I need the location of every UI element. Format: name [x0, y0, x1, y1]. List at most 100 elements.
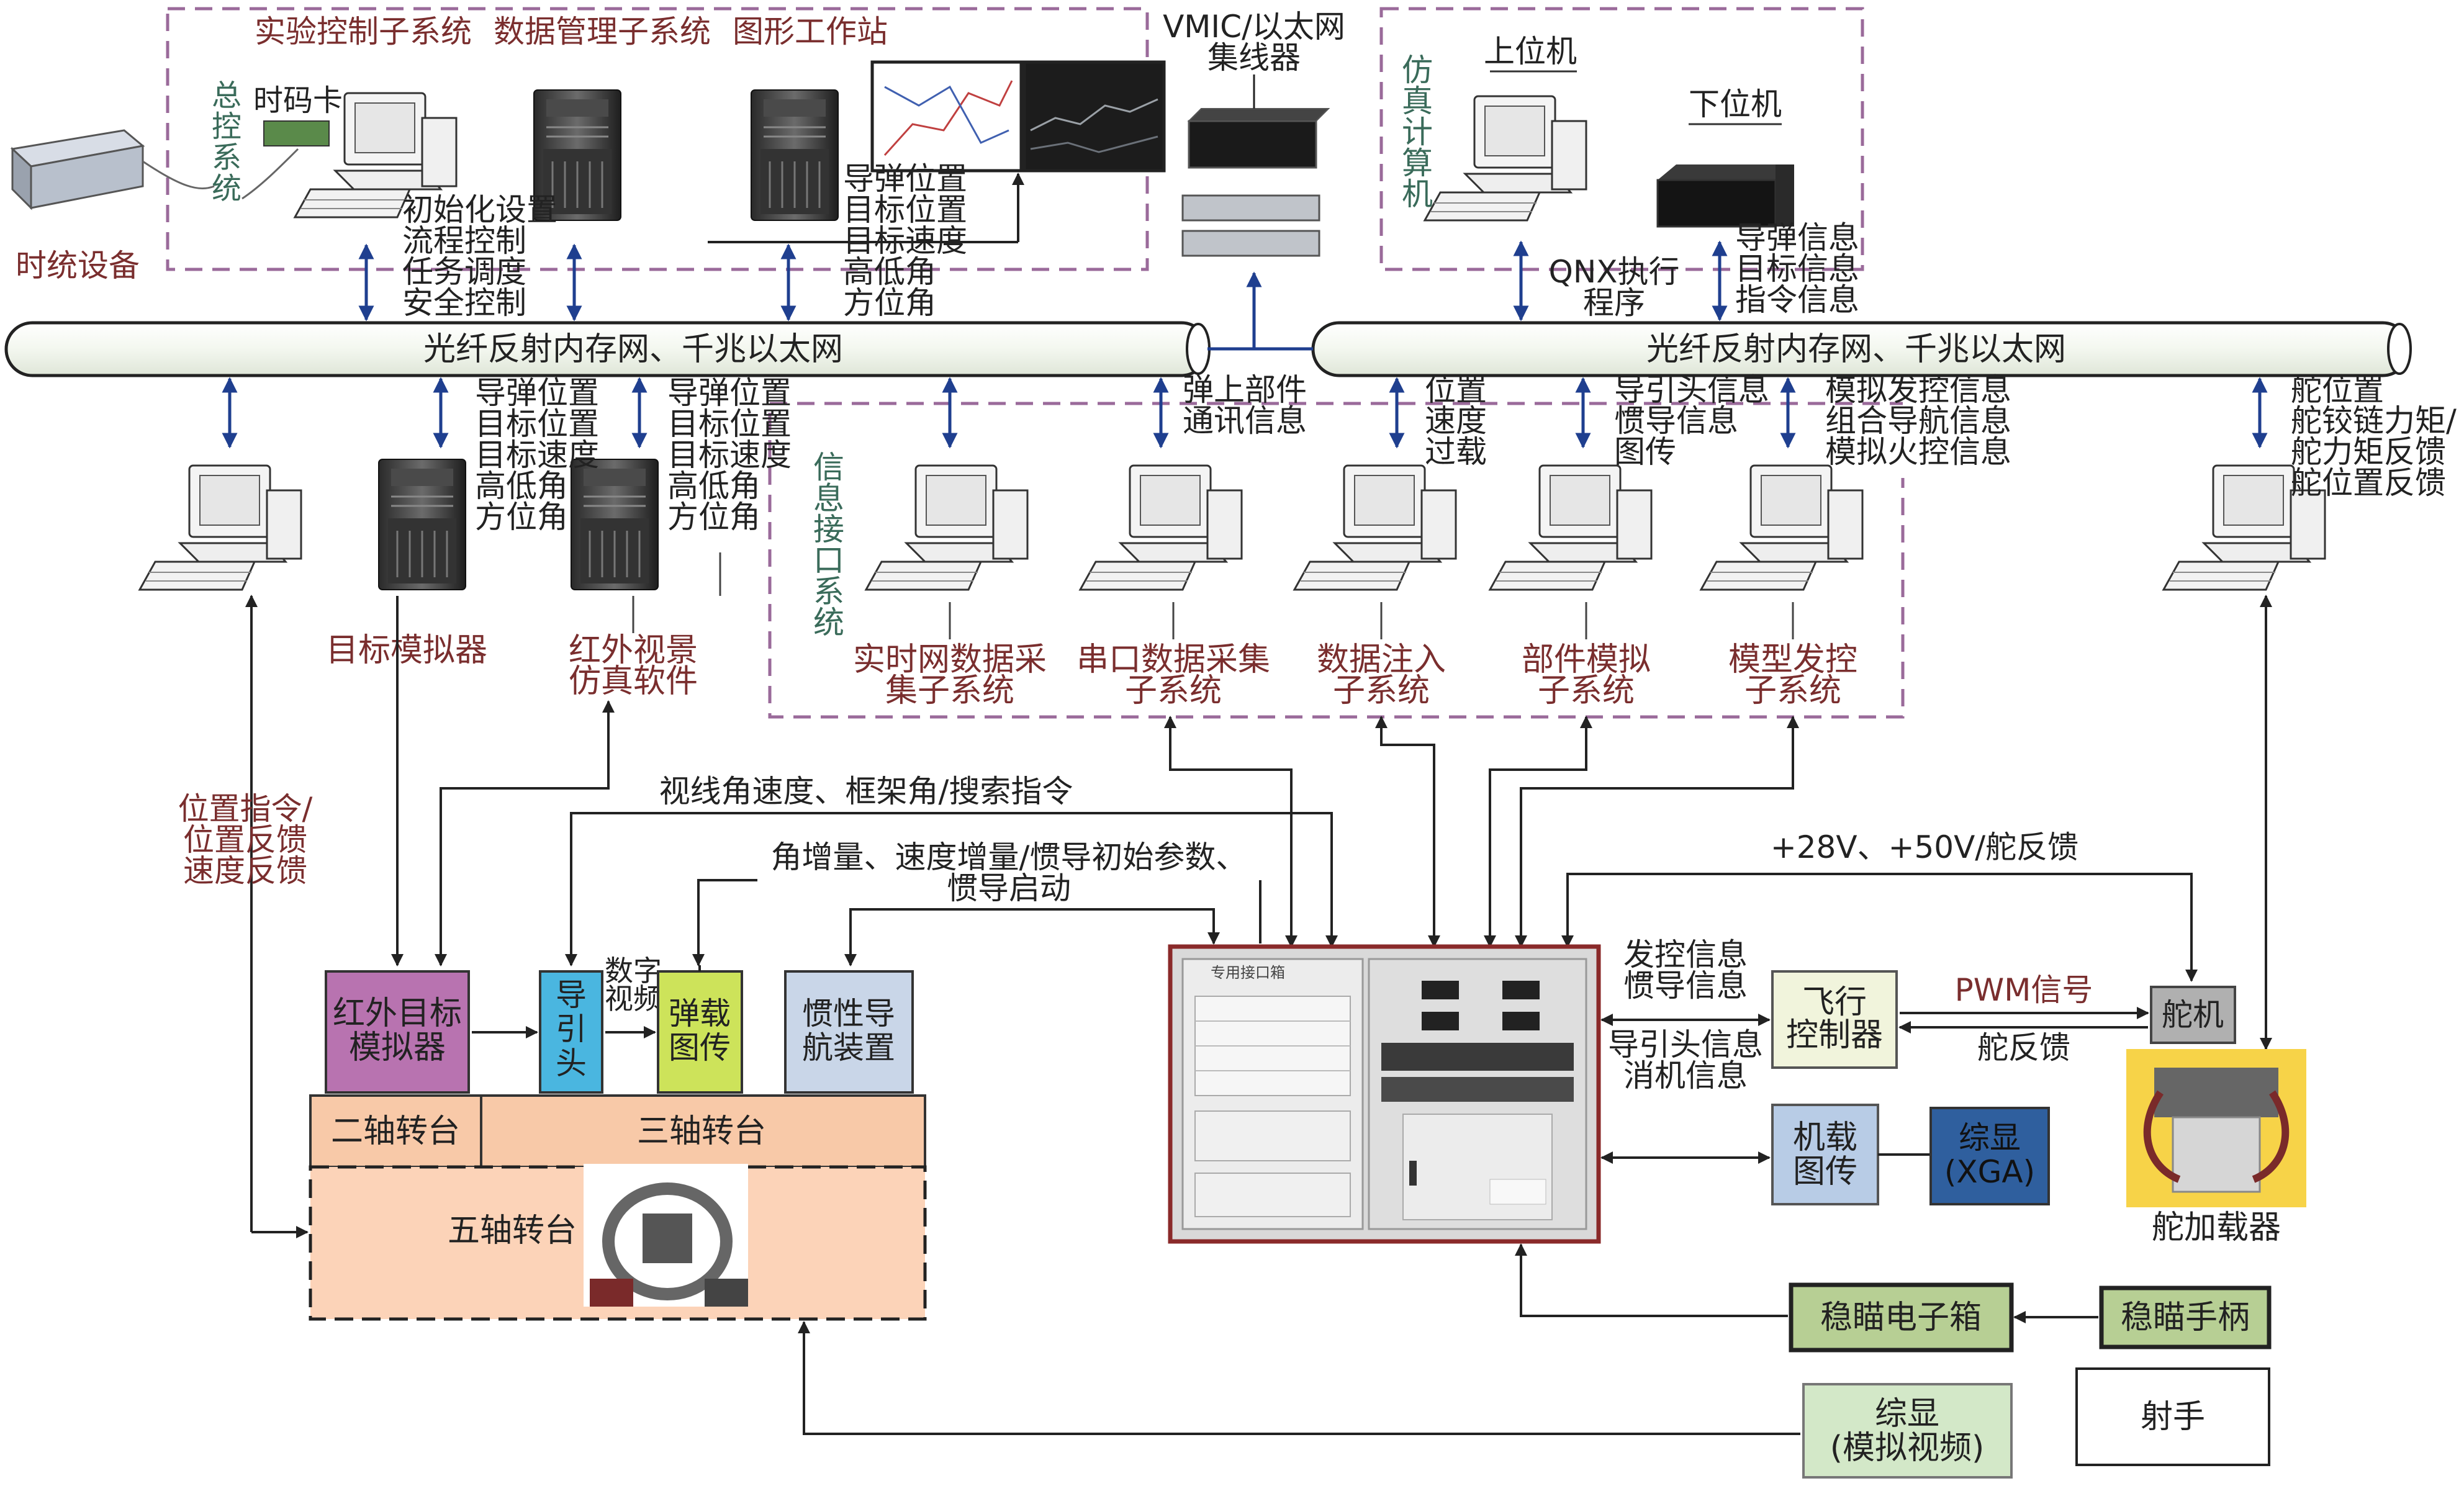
svg-text:算: 算 [1402, 145, 1433, 181]
serial-acq-label: 串口数据采集 子系统 [1076, 641, 1270, 709]
svg-text:真: 真 [1402, 83, 1433, 119]
svg-text:(模拟视频): (模拟视频) [1830, 1430, 1985, 1467]
svg-text:速度反馈: 速度反馈 [183, 853, 307, 889]
svg-text:五轴转台: 五轴转台 [448, 1212, 577, 1250]
stab-handle-box: 稳瞄手柄 [2099, 1286, 2272, 1349]
svg-text:模拟火控信息: 模拟火控信息 [1825, 434, 2011, 470]
svg-text:系: 系 [813, 574, 844, 610]
network-bus-left: 光纤反射内存网、千兆以太网 [4, 321, 1211, 377]
svg-text:目标位置: 目标位置 [843, 192, 967, 228]
part-sim-label: 部件模拟 子系统 [1522, 641, 1651, 709]
sim-computer-label: 仿 真 计 算 机 [1402, 52, 1433, 212]
svg-text:数据注入: 数据注入 [1317, 641, 1446, 678]
svg-text:模型发控: 模型发控 [1728, 641, 1857, 678]
svg-text:图传: 图传 [669, 1030, 731, 1066]
target-sim-label: 目标模拟器 [326, 632, 487, 669]
realtime-acq-label: 实时网数据采 集子系统 [853, 641, 1047, 709]
graph-info-block: 导弹位置 目标位置 目标速度 高低角 方位角 [843, 161, 967, 321]
svg-text:图传: 图传 [1614, 434, 1676, 470]
svg-text:目标速度: 目标速度 [475, 437, 599, 473]
svg-text:导弹位置: 导弹位置 [843, 161, 967, 197]
svg-text:数字: 数字 [605, 954, 662, 988]
data-inject-pc [1293, 464, 1457, 591]
svg-text:红外目标: 红外目标 [333, 995, 462, 1032]
svg-text:惯导信息: 惯导信息 [1614, 403, 1738, 439]
servo-box: 舵机 [2150, 986, 2236, 1044]
svg-text:航装置: 航装置 [802, 1030, 895, 1066]
svg-text:导: 导 [556, 977, 587, 1013]
svg-text:发控信息: 发控信息 [1623, 937, 1748, 973]
svg-text:位置指令/: 位置指令/ [178, 791, 313, 827]
cabinet-title: 专用接口箱 [1211, 964, 1285, 981]
svg-text:口: 口 [813, 543, 844, 579]
svg-text:方位角: 方位角 [475, 499, 568, 535]
svg-text:惯导启动: 惯导启动 [947, 870, 1071, 906]
svg-text:稳瞄电子箱: 稳瞄电子箱 [1820, 1299, 1982, 1336]
svg-text:舵机: 舵机 [2162, 997, 2224, 1033]
svg-text:三轴转台: 三轴转台 [637, 1113, 766, 1150]
interface-system-label: 信 息 接 口 系 统 [813, 449, 844, 641]
svg-text:信: 信 [813, 449, 844, 485]
upper-computer-label: 上位机 [1484, 34, 1577, 70]
svg-text:部件模拟: 部件模拟 [1522, 641, 1651, 678]
svg-text:统: 统 [212, 171, 241, 206]
network-left-label: 光纤反射内存网、千兆以太网 [423, 331, 843, 368]
servo-info: 舵位置 舵铰链力矩/ 舵力矩反馈 舵位置反馈 [2291, 372, 2457, 501]
init-info-block: 初始化设置 流程控制 任务调度 安全控制 [402, 192, 557, 321]
turntable-photo [584, 1164, 748, 1307]
digital-video-label: 数字 视频 [605, 954, 662, 1015]
lower-computer-label: 下位机 [1689, 86, 1782, 122]
inject-info: 位置 速度 过载 [1425, 372, 1487, 470]
timecode-card [263, 120, 330, 146]
seeker-box: 导 引 头 [539, 970, 603, 1094]
svg-text:舵位置反馈: 舵位置反馈 [2291, 465, 2446, 501]
svg-text:VMIC/以太网: VMIC/以太网 [1163, 9, 1345, 45]
svg-text:目标位置: 目标位置 [475, 406, 599, 442]
network-bus-right: 光纤反射内存网、千兆以太网 [1311, 321, 2412, 377]
network-right-label: 光纤反射内存网、千兆以太网 [1646, 331, 2066, 368]
serial-info: 弹上部件 通讯信息 [1183, 372, 1307, 439]
svg-text:目标速度: 目标速度 [843, 223, 967, 259]
svg-text:集子系统: 集子系统 [885, 672, 1014, 709]
flight-controller-box: 飞行 控制器 [1771, 970, 1898, 1069]
svg-text:安全控制: 安全控制 [402, 285, 526, 321]
svg-text:系: 系 [212, 140, 241, 175]
svg-text:高低角: 高低角 [843, 254, 936, 290]
graphics-workstation [750, 89, 839, 222]
svg-text:导弹信息: 导弹信息 [1735, 220, 1859, 256]
servo-loader-photo [2126, 1049, 2306, 1207]
realtime-acq-pc [865, 464, 1029, 591]
svg-text:总: 总 [212, 78, 241, 113]
svg-text:目标位置: 目标位置 [667, 406, 792, 442]
svg-text:(XGA): (XGA) [1944, 1154, 2035, 1190]
svg-text:程序: 程序 [1583, 285, 1645, 321]
interface-group-frame [768, 413, 1905, 719]
ir-target-sim-box: 红外目标 模拟器 [325, 970, 470, 1094]
svg-text:导引头信息: 导引头信息 [1608, 1027, 1763, 1063]
angle-inc-label: 角增量、速度增量/惯导初始参数、 惯导启动 [771, 839, 1247, 906]
svg-text:惯性导: 惯性导 [802, 996, 895, 1032]
pwm-label: PWM信号 [1955, 972, 2093, 1008]
svg-text:子系统: 子系统 [1538, 672, 1635, 709]
svg-text:弹载: 弹载 [669, 996, 731, 1032]
stab-electronics-box: 稳瞄电子箱 [1789, 1282, 2014, 1353]
time-device-label: 时统设备 [16, 248, 140, 284]
svg-text:弹上部件: 弹上部件 [1183, 372, 1307, 408]
pos-cmd-label: 位置指令/ 位置反馈 速度反馈 [178, 791, 313, 889]
svg-text:高低角: 高低角 [475, 468, 568, 504]
seeker-info-label: 导引头信息 消机信息 [1608, 1027, 1763, 1094]
svg-text:飞行: 飞行 [1802, 984, 1867, 1021]
model-launch-label: 模型发控 子系统 [1728, 641, 1857, 709]
graph-monitor-left [870, 60, 1023, 173]
qnx-label: QNX执行 程序 [1548, 254, 1679, 321]
ir-scene-info: 导弹位置 目标位置 目标速度 高低角 方位角 [667, 375, 792, 535]
svg-text:二轴转台: 二轴转台 [331, 1113, 460, 1150]
svg-text:模拟器: 模拟器 [349, 1029, 446, 1066]
sub-graph-label: 图形工作站 [733, 14, 888, 50]
svg-text:目标信息: 目标信息 [1735, 251, 1859, 287]
part-info: 导引头信息 惯导信息 图传 [1614, 372, 1769, 470]
svg-text:子系统: 子系统 [1125, 672, 1222, 709]
sub-exp-label: 实验控制子系统 [255, 14, 472, 50]
time-device [10, 129, 145, 210]
